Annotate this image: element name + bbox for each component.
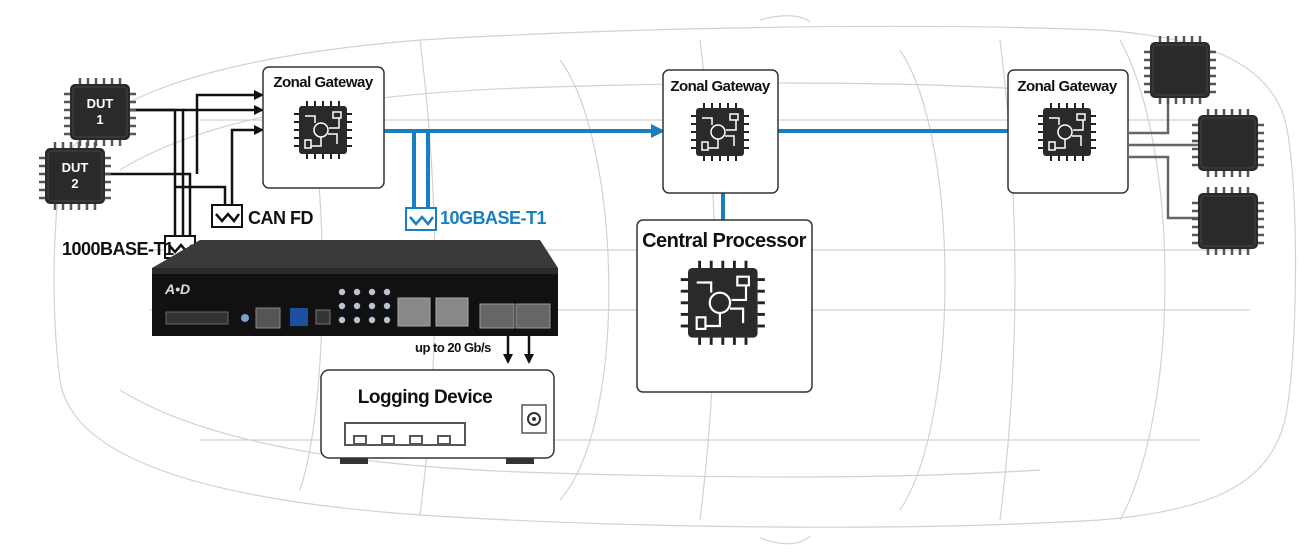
power-port-icon xyxy=(521,404,547,434)
svg-text:Zonal Gateway: Zonal Gateway xyxy=(670,78,771,95)
microchip-icon xyxy=(1037,102,1097,162)
svg-text:Logging Device: Logging Device xyxy=(358,387,492,408)
microchip-icon xyxy=(679,259,767,347)
dut2-chip: DUT 2 xyxy=(37,140,113,212)
label-can-fd: CAN FD xyxy=(248,208,313,228)
dut-wires xyxy=(105,90,264,237)
peripheral-chip-2 xyxy=(1190,107,1266,179)
zonal-gateway-2: Zonal Gateway xyxy=(662,69,779,194)
logging-device: Logging Device xyxy=(320,369,555,464)
network-tap-device: A•D xyxy=(152,240,558,336)
ethernet-ports-icon xyxy=(344,422,466,446)
svg-text:2: 2 xyxy=(71,176,78,191)
ethernet-10g-links xyxy=(384,124,1008,220)
zonal-gateway-3: Zonal Gateway xyxy=(1007,69,1129,194)
svg-text:1: 1 xyxy=(96,112,103,127)
svg-text:DUT: DUT xyxy=(62,160,89,175)
transceiver-wave-icon xyxy=(404,206,438,232)
dut1-chip: DUT 1 xyxy=(62,76,138,148)
peripheral-chip-3 xyxy=(1190,185,1266,257)
central-processor: Central Processor xyxy=(636,219,813,393)
svg-text:Zonal Gateway: Zonal Gateway xyxy=(273,74,374,91)
zonal-gateway-1: Zonal Gateway xyxy=(262,66,385,189)
label-10gbase-t1: 10GBASE-T1 xyxy=(440,208,547,228)
device-logo: A•D xyxy=(164,281,190,297)
transceiver-wave-icon xyxy=(210,203,244,229)
peripheral-chip-1 xyxy=(1142,34,1218,106)
microchip-icon xyxy=(293,100,353,160)
label-throughput: up to 20 Gb/s xyxy=(415,340,491,355)
svg-text:DUT: DUT xyxy=(87,96,114,111)
microchip-icon xyxy=(690,102,750,162)
throughput-arrows xyxy=(503,336,534,364)
svg-text:Zonal Gateway: Zonal Gateway xyxy=(1017,78,1118,95)
svg-text:Central Processor: Central Processor xyxy=(642,230,807,252)
label-1000base-t1: 1000BASE-T1 xyxy=(62,239,174,259)
